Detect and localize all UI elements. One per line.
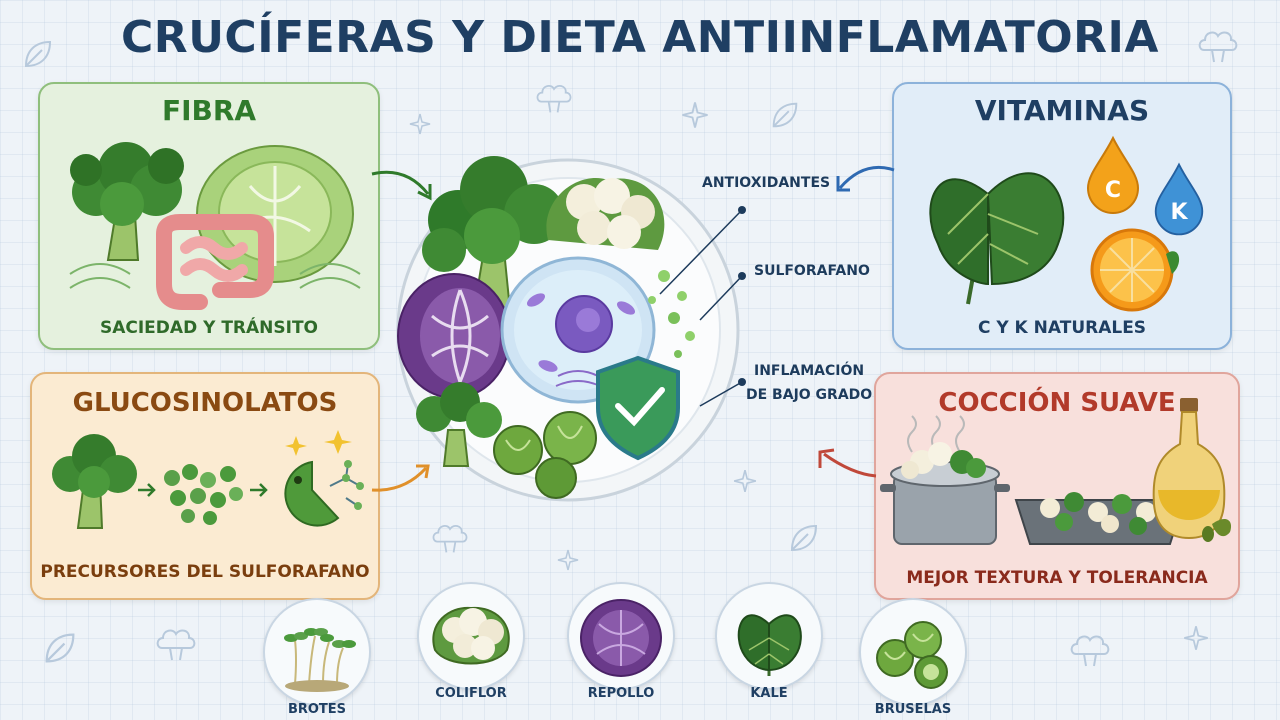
vitamin-c-label: C — [1104, 178, 1122, 203]
red-cabbage-icon — [580, 599, 662, 677]
vegetable-plate-illustration — [396, 156, 740, 502]
baking-tray-icon — [1014, 492, 1186, 545]
vegetable-label: COLIFLOR — [435, 686, 507, 701]
cauliflower-head — [546, 178, 665, 250]
vegetable-label: BROTES — [287, 702, 347, 717]
brussels-sprouts-icon — [876, 621, 948, 689]
broccoli-icon — [52, 434, 137, 529]
panel-title: GLUCOSINOLATOS — [72, 388, 338, 418]
sparkle-icon — [733, 469, 757, 493]
sparkle-icon — [557, 549, 579, 571]
vegetable-item-repollo: REPOLLO — [566, 582, 676, 701]
panel-title: VITAMINAS — [974, 94, 1150, 127]
vegetable-item-kale: KALE — [714, 582, 824, 701]
panel-title: COCCIÓN SUAVE — [938, 388, 1176, 418]
callout-inflamacion-line1: INFLAMACIÓN — [754, 363, 865, 379]
panel-glucosinolatos: GLUCOSINOLATOS PRECURSORES DEL SULFORAFA… — [30, 372, 380, 600]
cauliflower-outline-icon — [156, 629, 196, 661]
sparkle-icon — [682, 102, 708, 128]
vegetable-label: KALE — [750, 686, 788, 701]
page-title: CRUCÍFERAS Y DIETA ANTIINFLAMATORIA — [121, 12, 1159, 63]
vegetable-label: REPOLLO — [587, 686, 655, 701]
kale-icon — [737, 614, 802, 676]
panel-fibra: FIBRA SACIEDAD Y TRÁNSITO — [38, 82, 380, 350]
motion-lines — [69, 263, 361, 289]
broccoli-icon — [70, 142, 184, 261]
red-cabbage-half — [397, 273, 511, 399]
panel-vitaminas: VITAMINAS C K C Y K NATURALES — [892, 82, 1232, 350]
leaf-icon — [24, 40, 52, 68]
panel-caption: C Y K NATURALES — [977, 318, 1147, 338]
vegetable-item-brotes: BROTES — [262, 598, 372, 717]
small-broccoli — [416, 382, 502, 467]
broccoli-head — [422, 156, 564, 311]
orange-slice-icon — [1090, 228, 1180, 312]
panel-caption: MEJOR TEXTURA Y TOLERANCIA — [906, 568, 1208, 588]
vegetable-image — [567, 582, 675, 690]
cauliflower-outline-icon — [536, 84, 572, 113]
leaf-icon — [45, 633, 75, 663]
arrow-gluco-to-center — [371, 464, 430, 492]
vegetable-image — [263, 598, 371, 706]
vegetable-image — [859, 598, 967, 706]
callout-leaders — [659, 206, 746, 407]
arrow-right-icon — [138, 483, 156, 497]
vegetable-item-coliflor: COLIFLOR — [416, 582, 526, 701]
arrow-coccion-to-center — [818, 448, 877, 478]
brussels-sprouts — [493, 411, 597, 499]
vitamin-k-label: K — [1170, 200, 1188, 225]
kale-icon — [929, 172, 1065, 305]
callout-antioxidantes: ANTIOXIDANTES — [702, 175, 831, 191]
chopped-broccoli-icon — [164, 464, 243, 525]
intestine-icon — [156, 214, 274, 310]
panel-caption: SACIEDAD Y TRÁNSITO — [99, 318, 319, 338]
panel-title: FIBRA — [161, 94, 257, 127]
cauliflower-icon — [432, 606, 510, 665]
leaf-icon — [772, 102, 798, 128]
vegetable-label: BRUSELAS — [874, 702, 952, 717]
arrow-vitaminas-to-center — [836, 165, 895, 192]
panel-caption: PRECURSORES DEL SULFORAFANO — [40, 562, 370, 582]
callout-sulforafano: SULFORAFANO — [754, 263, 870, 279]
sparkle-icon — [409, 113, 431, 135]
arrow-right-icon — [250, 483, 268, 497]
cauliflower-outline-icon — [1070, 635, 1110, 667]
vitamin-c-drop-icon — [1086, 135, 1140, 214]
cauliflower-outline-icon — [432, 524, 468, 553]
vegetable-item-bruselas: BRUSELAS — [858, 598, 968, 717]
leaf-icon — [790, 524, 818, 552]
vitamin-k-drop-icon — [1154, 162, 1204, 236]
callout-inflamacion-line2: DE BAJO GRADO — [746, 387, 873, 403]
cauliflower-outline-icon — [1198, 31, 1238, 63]
vegetable-image — [417, 582, 525, 690]
arrow-fibra-to-center — [371, 170, 432, 201]
sprouts-icon — [284, 628, 356, 692]
shield-check-icon — [596, 355, 680, 461]
pot-icon — [880, 442, 1010, 545]
enzyme-icon — [284, 430, 364, 527]
sparkle-icon — [1184, 626, 1208, 650]
vegetable-image — [715, 582, 823, 690]
olive-oil-bottle-icon — [1152, 398, 1232, 542]
panel-coccion: COCCIÓN SUAVE MEJOR TEXTURA Y TOLERANCIA — [874, 372, 1240, 600]
